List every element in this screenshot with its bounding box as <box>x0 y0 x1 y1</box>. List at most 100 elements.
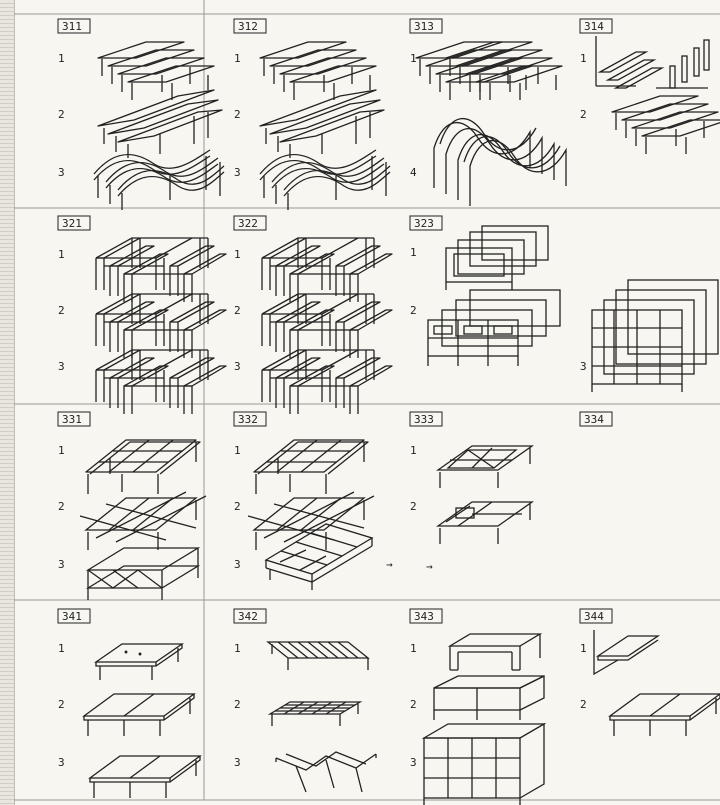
drawing-343-3 <box>424 724 544 805</box>
row-number: 3 <box>234 558 241 571</box>
row-number: 2 <box>58 108 65 121</box>
row-number: 1 <box>58 444 65 457</box>
section-tag: 311 <box>58 19 90 33</box>
row-number: 2 <box>58 500 65 513</box>
row-number: 3 <box>410 756 417 769</box>
row-number: 3 <box>234 166 241 179</box>
row-number: 1 <box>58 642 65 655</box>
drawing-312-3 <box>260 150 390 210</box>
drawing-323-2 <box>428 290 560 366</box>
drawing-344-1 <box>594 630 658 674</box>
drawing-333-2 <box>438 502 532 544</box>
section-tag-label: 311 <box>62 20 82 33</box>
row-number: 3 <box>58 558 65 571</box>
section-tag: 331 <box>58 412 90 426</box>
drawing-322-1 <box>262 238 392 302</box>
drawing-343-1 <box>450 634 540 670</box>
section-tag: 314 <box>580 19 612 33</box>
row-number: 3 <box>58 756 65 769</box>
diagram-canvas: 311 312 313 314 321 322 323 331 332 333 … <box>14 0 720 805</box>
drawing-332-2 <box>248 492 374 550</box>
drawing-321-1 <box>96 238 226 302</box>
section-tag-label: 312 <box>238 20 258 33</box>
row-number: 1 <box>580 642 587 655</box>
drawing-331-2 <box>80 492 206 550</box>
row-number: 2 <box>234 108 241 121</box>
row-number: 3 <box>58 360 65 373</box>
row-number: 1 <box>234 52 241 65</box>
row-number: 2 <box>580 698 587 711</box>
drawing-314-1a <box>596 36 662 88</box>
drawing-331-3 <box>88 548 198 600</box>
section-tag-label: 343 <box>414 610 434 623</box>
section-tag-label: 334 <box>584 413 604 426</box>
row-number: 1 <box>580 52 587 65</box>
drawing-311-2 <box>98 90 222 158</box>
arrow-glyph: → <box>386 558 393 571</box>
section-tag-label: 323 <box>414 217 434 230</box>
row-number: 1 <box>58 248 65 261</box>
section-tag: 322 <box>234 216 266 230</box>
row-number: 2 <box>410 500 417 513</box>
section-tag-label: 314 <box>584 20 604 33</box>
section-tag-label: 313 <box>414 20 434 33</box>
row-number: 1 <box>410 246 417 259</box>
sheet-grid <box>14 0 720 800</box>
row-number: 2 <box>234 698 241 711</box>
drawing-332-1 <box>254 440 368 494</box>
binder-edge <box>0 0 15 805</box>
section-tag: 313 <box>410 19 442 33</box>
row-number: 1 <box>410 642 417 655</box>
drawing-323-3 <box>592 280 718 392</box>
drawing-341-2 <box>84 694 194 736</box>
row-number: 1 <box>234 248 241 261</box>
section-tag: 321 <box>58 216 90 230</box>
drawing-313-4 <box>434 119 566 206</box>
drawing-314-1b <box>656 40 709 88</box>
drawing-343-2 <box>434 676 544 720</box>
row-number: 3 <box>58 166 65 179</box>
section-tag: 342 <box>234 609 266 623</box>
section-tag-label: 341 <box>62 610 82 623</box>
drawing-311-1 <box>98 42 214 100</box>
row-number: 2 <box>580 108 587 121</box>
drawing-314-2 <box>612 96 720 154</box>
structural-systems-sheet: 311 312 313 314 321 322 323 331 332 333 … <box>14 0 720 805</box>
section-tag-label: 332 <box>238 413 258 426</box>
arrow-glyph: → <box>426 560 433 573</box>
section-tag-label: 321 <box>62 217 82 230</box>
section-tag: 334 <box>580 412 612 426</box>
section-tag: 344 <box>580 609 612 623</box>
section-tag: 333 <box>410 412 442 426</box>
drawing-313-1b <box>446 42 562 100</box>
section-tag: 341 <box>58 609 90 623</box>
section-tag: 343 <box>410 609 442 623</box>
drawing-321-2 <box>96 294 226 358</box>
section-tag-label: 344 <box>584 610 604 623</box>
row-number: 3 <box>234 360 241 373</box>
row-number: 1 <box>410 444 417 457</box>
row-number: 3 <box>234 756 241 769</box>
section-tag-label: 331 <box>62 413 82 426</box>
row-number: 1 <box>58 52 65 65</box>
row-number: 2 <box>234 304 241 317</box>
row-number: 3 <box>580 360 587 373</box>
drawing-333-1 <box>438 446 532 488</box>
drawing-342-1 <box>268 642 368 670</box>
row-number: 2 <box>410 698 417 711</box>
row-number: 2 <box>410 304 417 317</box>
drawing-312-2 <box>260 90 384 158</box>
section-tag: 323 <box>410 216 442 230</box>
section-tag-label: 322 <box>238 217 258 230</box>
section-tag-label: 333 <box>414 413 434 426</box>
drawing-341-1 <box>96 644 182 680</box>
drawing-312-1 <box>260 42 376 100</box>
row-number: 2 <box>234 500 241 513</box>
row-number: 4 <box>410 166 417 179</box>
drawing-342-2 <box>270 702 360 726</box>
drawing-344-2 <box>610 694 720 736</box>
section-tag: 332 <box>234 412 266 426</box>
drawing-322-2 <box>262 294 392 358</box>
drawing-341-3 <box>90 756 200 798</box>
drawing-323-1 <box>446 226 548 290</box>
